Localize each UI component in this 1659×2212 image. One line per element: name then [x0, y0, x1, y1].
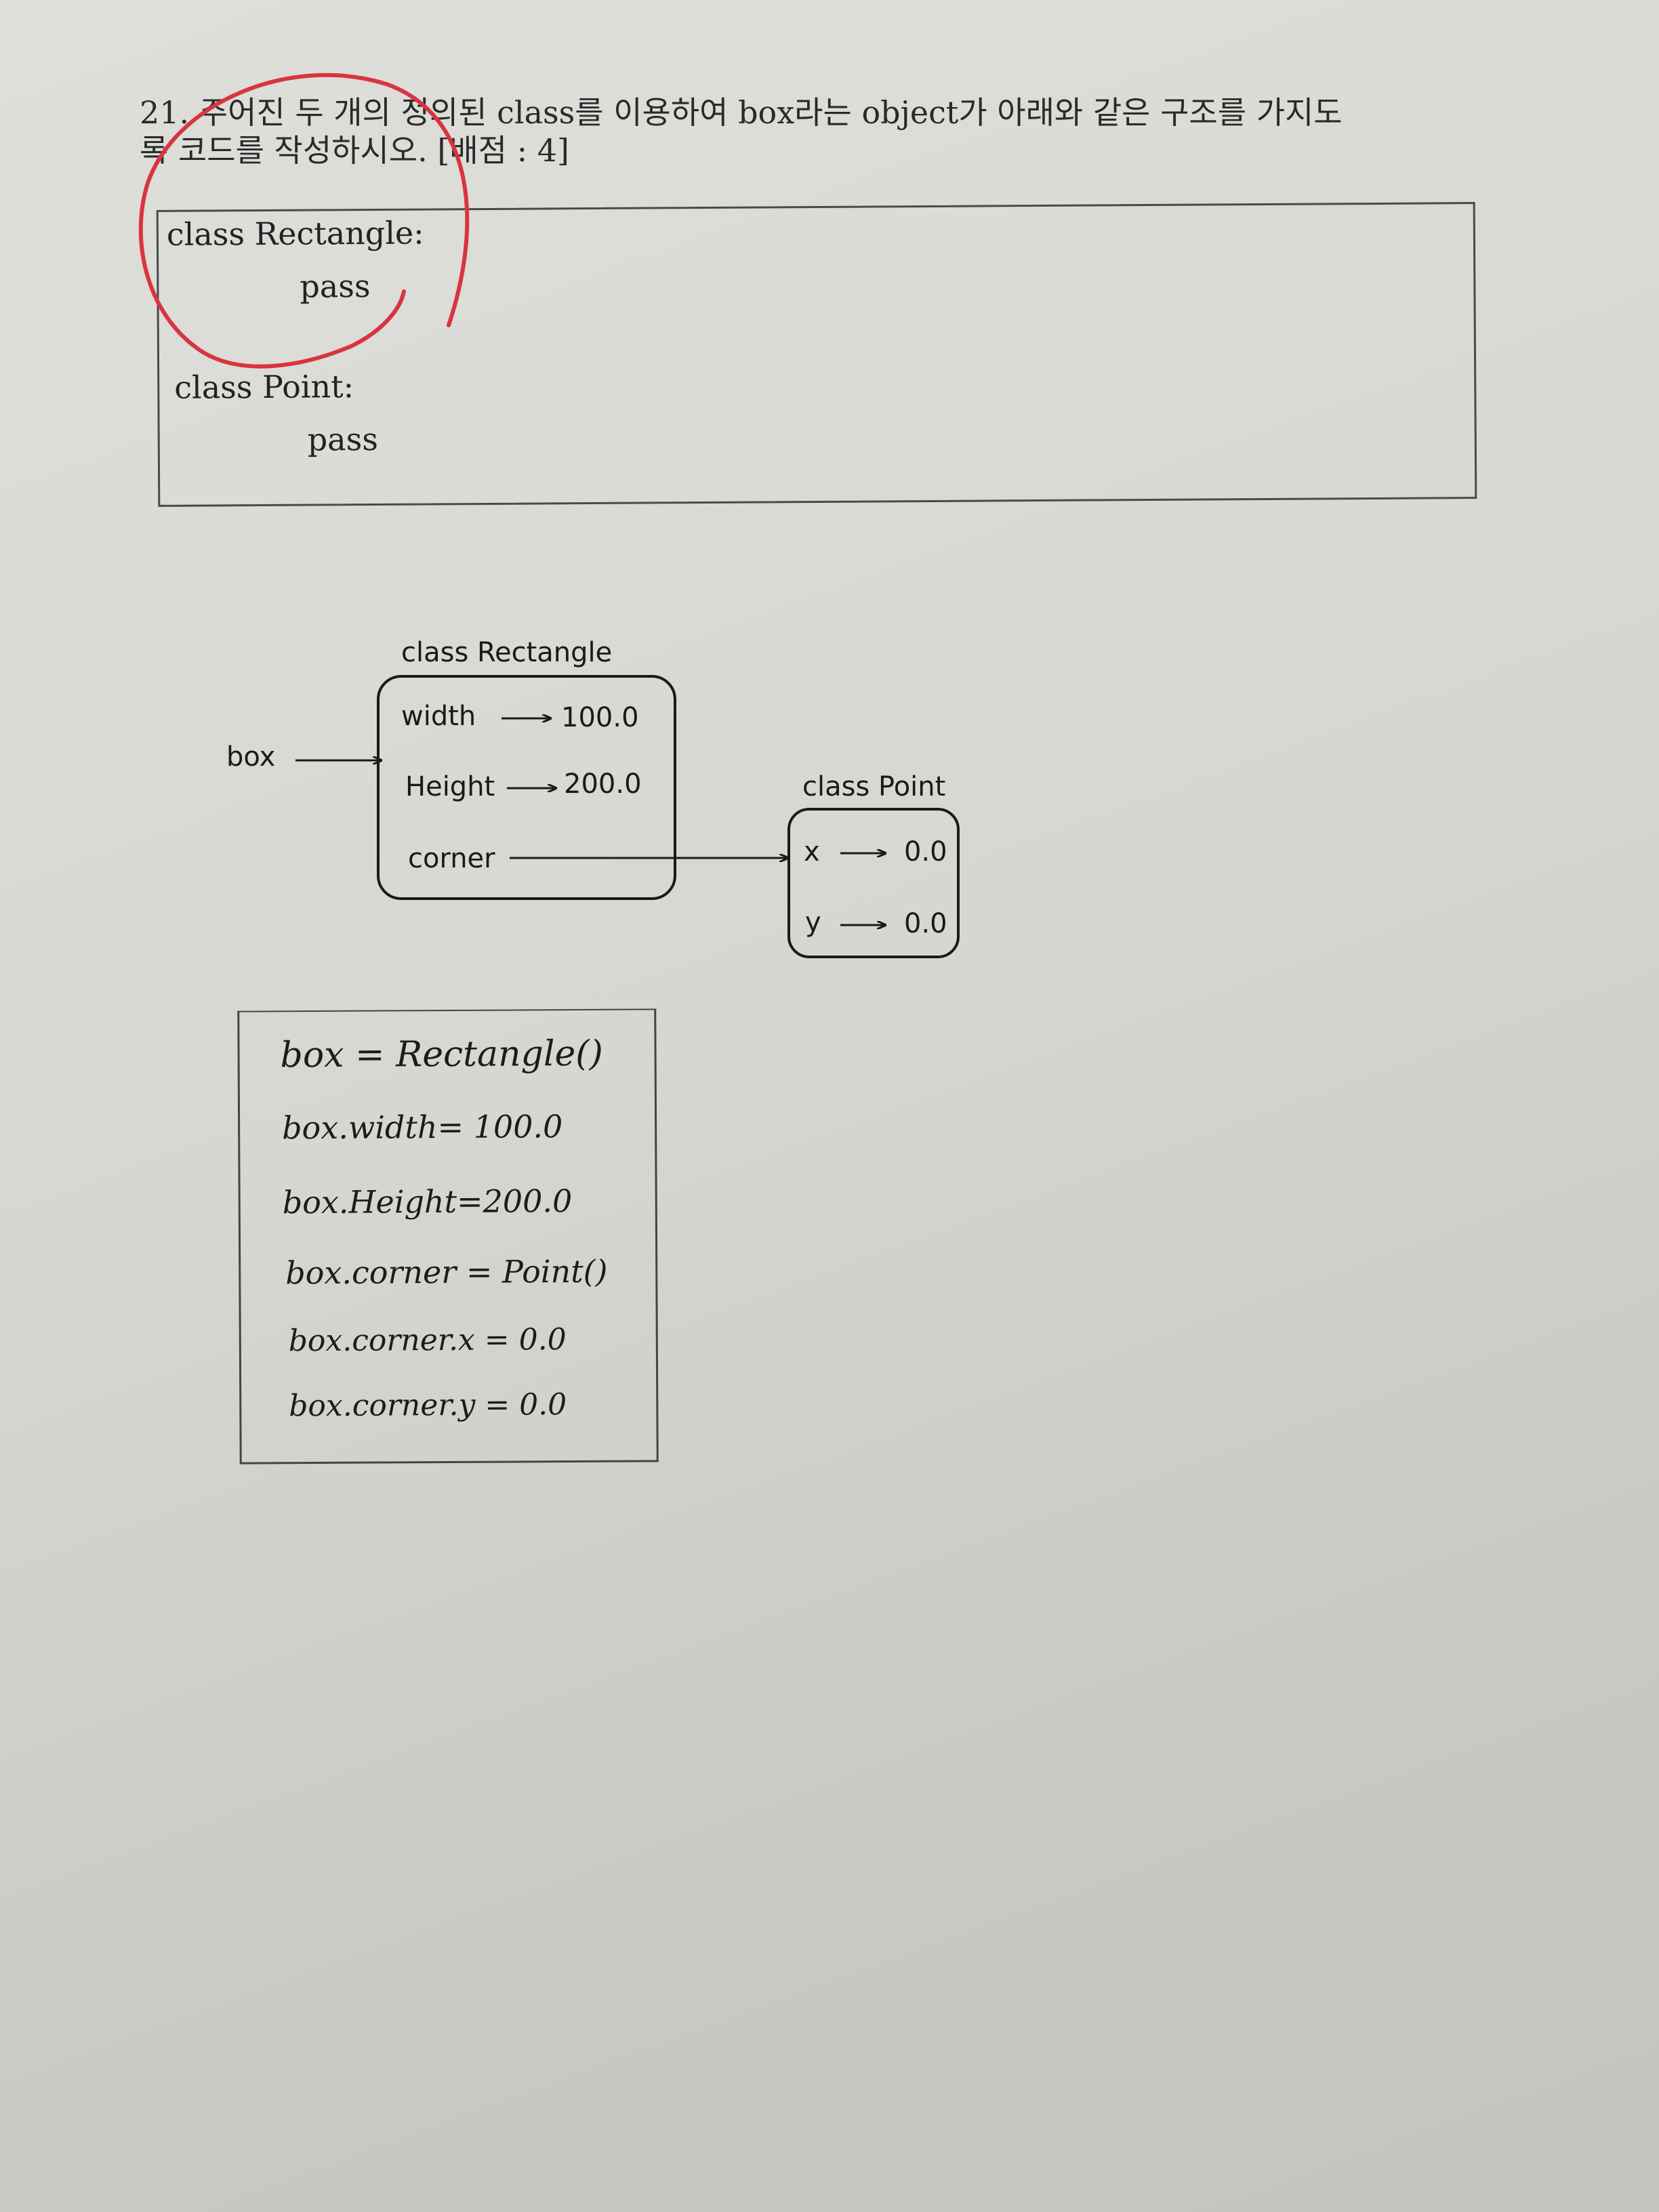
rectangle-class-label: class Rectangle [401, 637, 613, 668]
corner-field-name: corner [408, 843, 495, 874]
question-text: 21. 주어진 두 개의 정의된 class를 이용하여 box라는 objec… [140, 94, 1495, 169]
point-object-frame [787, 808, 960, 958]
y-field-value: 0.0 [904, 908, 947, 939]
point-class-label: class Point [802, 771, 946, 802]
x-field-name: x [804, 836, 820, 867]
box-label: box [226, 741, 276, 773]
rectangle-object-frame [377, 675, 676, 900]
y-field-name: y [805, 907, 821, 938]
question-line-1: 21. 주어진 두 개의 정의된 class를 이용하여 box라는 objec… [140, 94, 1343, 131]
question-line-2: 록 코드를 작성하시오. [배점 : 4] [140, 132, 569, 169]
width-field-name: width [401, 701, 476, 732]
height-field-name: Height [405, 771, 495, 802]
height-field-value: 200.0 [564, 769, 642, 800]
red-circle-stroke [138, 73, 470, 369]
x-field-value: 0.0 [904, 836, 947, 867]
width-field-value: 100.0 [561, 702, 639, 733]
